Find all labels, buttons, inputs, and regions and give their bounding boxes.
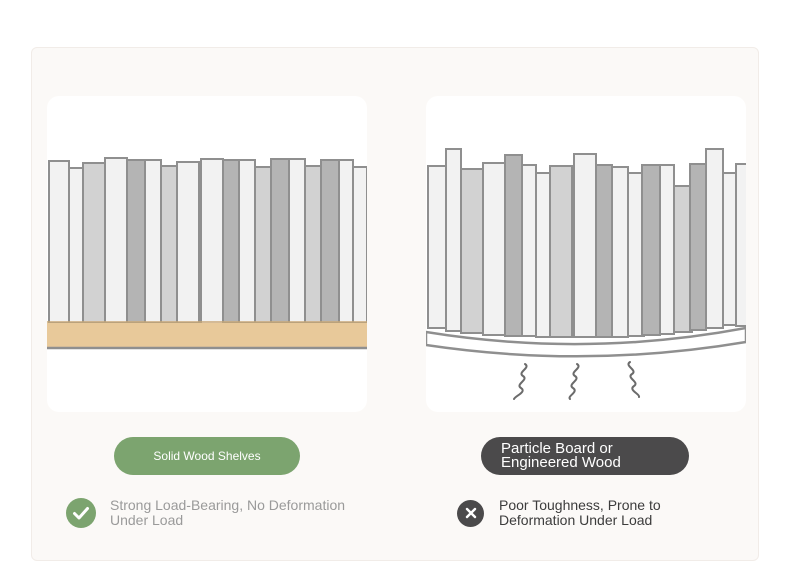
particle-board-illustration: [426, 96, 746, 412]
close-icon: [457, 499, 484, 527]
particle-board-label-text: Particle Board or Engineered Wood: [501, 440, 621, 471]
sagging-shelf-drawing: [426, 148, 746, 400]
deformation-wave-marks: [513, 361, 640, 400]
particle-board-label-line2: Engineered Wood: [501, 454, 621, 471]
particle-board-label: Particle Board or Engineered Wood: [481, 437, 689, 475]
solid-wood-label-text: Solid Wood Shelves: [153, 449, 261, 463]
solid-wood-benefit: Strong Load-Bearing, No Deformation Unde…: [66, 498, 360, 528]
solid-wood-label: Solid Wood Shelves: [114, 437, 300, 475]
solid-wood-benefit-text: Strong Load-Bearing, No Deformation Unde…: [110, 497, 346, 528]
solid-wood-illustration: [47, 96, 367, 412]
particle-board-drawback: Poor Toughness, Prone to Deformation Und…: [457, 498, 699, 528]
particle-board-label-line1: Particle Board or: [501, 440, 613, 457]
solid-shelf-drawing: [47, 157, 367, 350]
check-icon: [66, 498, 96, 528]
particle-board-drawback-text: Poor Toughness, Prone to Deformation Und…: [499, 497, 661, 528]
